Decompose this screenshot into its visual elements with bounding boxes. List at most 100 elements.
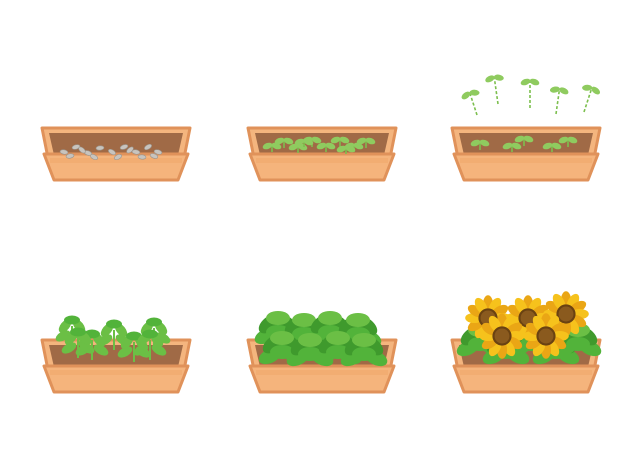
leaf	[326, 331, 350, 345]
sprout	[470, 139, 490, 150]
sprout-leaf	[567, 136, 578, 144]
seedling-leaf	[146, 317, 162, 327]
seed	[59, 149, 69, 155]
seed	[65, 153, 75, 159]
sprout	[262, 142, 282, 152]
sunflower	[479, 313, 525, 359]
seedling-leaf	[126, 331, 142, 341]
leaf	[292, 313, 316, 327]
seedling	[133, 329, 167, 360]
stage-leafy-plants	[246, 311, 398, 394]
sprout-leaf	[311, 136, 322, 144]
leaf	[298, 333, 322, 347]
sprout	[330, 136, 350, 147]
sprout	[336, 145, 356, 154]
sprout	[520, 78, 540, 108]
sprout-leaf	[485, 75, 495, 83]
planter-front-shade	[50, 370, 182, 375]
sprout-leaf	[283, 137, 294, 145]
seed	[137, 154, 147, 160]
sprout-leaf	[493, 74, 504, 81]
stage-sprouts	[246, 126, 398, 182]
stage-seedlings	[40, 315, 192, 394]
seedling-leaf	[142, 329, 158, 339]
planter-front	[248, 364, 396, 394]
seedling-leaf	[106, 319, 122, 329]
leaf	[318, 311, 342, 325]
sunflower-center	[494, 328, 510, 344]
seedling-leaf	[117, 346, 133, 358]
sprout-stem	[493, 78, 499, 105]
leaf	[566, 337, 590, 351]
planter-front-shade	[460, 370, 592, 375]
sprout	[294, 138, 314, 147]
sprout-leaf	[514, 135, 525, 143]
sprout-leaf	[365, 137, 376, 145]
seedling-leaf	[93, 344, 109, 356]
sprout	[558, 136, 578, 147]
leaf	[270, 345, 294, 359]
stage-seeds	[40, 126, 192, 182]
planter-box	[246, 126, 398, 182]
leaf	[352, 333, 376, 347]
planter-front-shade	[460, 158, 592, 163]
sprout	[549, 86, 569, 115]
planter-front	[248, 152, 396, 182]
seed	[126, 146, 134, 154]
sprout-leaf	[542, 142, 553, 150]
sprout-leaf	[274, 137, 285, 145]
sprout-leaf	[271, 142, 282, 150]
sprout	[542, 142, 562, 152]
seed	[89, 154, 99, 160]
seed	[78, 146, 86, 154]
seedling-leaf	[61, 342, 77, 354]
seed	[71, 144, 81, 150]
sprout	[274, 137, 294, 148]
planter-front	[452, 364, 600, 394]
sprout-leaf	[339, 136, 350, 144]
sprout-stem	[583, 88, 593, 113]
sprout-leaf	[469, 89, 480, 96]
sprout	[461, 89, 480, 116]
sprout-leaf	[479, 139, 490, 147]
sprout-leaf	[551, 142, 562, 150]
sprout-leaf	[559, 87, 569, 95]
sprout-leaf	[529, 78, 540, 86]
sprout	[485, 74, 504, 105]
planter-box	[450, 126, 602, 182]
sprout	[316, 142, 336, 152]
sprout	[356, 137, 376, 148]
seedling-leaf	[64, 315, 80, 325]
sprout-leaf	[549, 86, 560, 93]
leaf	[346, 313, 370, 327]
planter-front-shade	[256, 370, 388, 375]
stage-sprouts-spreading	[450, 74, 602, 182]
seed	[144, 143, 152, 151]
sprout-leaf	[330, 136, 341, 144]
sprout-stem	[469, 93, 478, 116]
sprout-leaf	[502, 142, 513, 150]
sprout-leaf	[582, 84, 593, 91]
sunflower	[523, 313, 569, 359]
sunflower-center	[520, 310, 536, 326]
seed	[95, 145, 105, 151]
sprout-leaf	[353, 142, 364, 150]
sprout	[502, 142, 522, 152]
seed	[113, 154, 123, 160]
sprout-leaf	[520, 78, 531, 86]
sprout-leaf	[345, 145, 356, 153]
seed	[149, 153, 159, 159]
planter-front	[42, 364, 190, 394]
seedling-leaf	[70, 327, 86, 337]
sprout-leaf	[461, 91, 471, 100]
sprout	[514, 135, 534, 146]
leaf	[270, 331, 294, 345]
sprout-leaf	[470, 139, 481, 147]
planter-front	[452, 152, 600, 182]
sprout-leaf	[316, 142, 327, 150]
sprout-leaf	[325, 142, 336, 150]
planter-front-shade	[256, 158, 388, 163]
seed	[119, 144, 129, 150]
sprout-leaf	[336, 145, 347, 153]
